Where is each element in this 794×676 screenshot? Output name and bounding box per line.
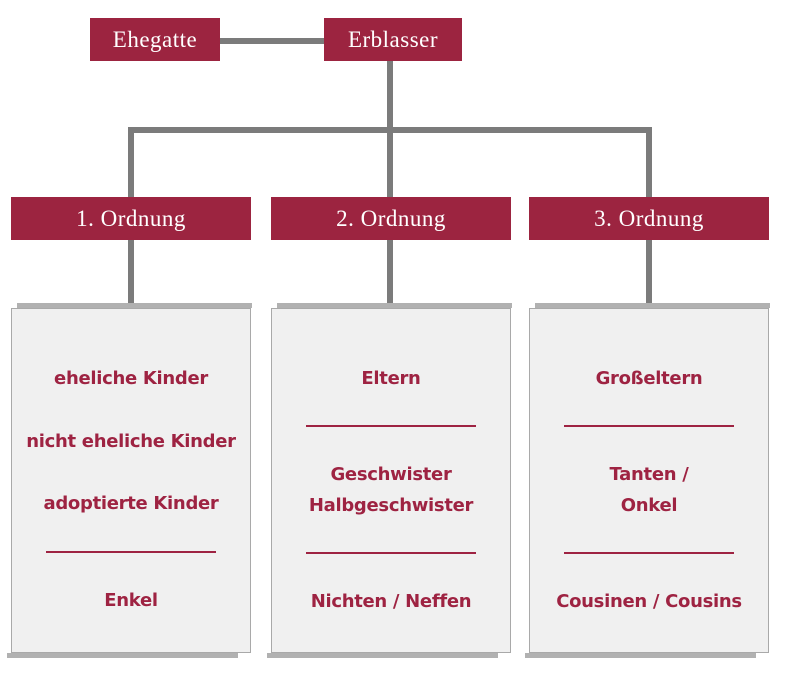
heir-entry: eheliche Kinder [54, 367, 208, 389]
order-1-label-box: 1. Ordnung [11, 197, 251, 240]
order-2-label-box: 2. Ordnung [271, 197, 511, 240]
heir-entry: Onkel [620, 494, 678, 516]
heir-entry: Cousinen / Cousins [556, 590, 742, 612]
heir-entry-group: Geschwister Halbgeschwister [308, 459, 474, 521]
divider-line [564, 425, 734, 427]
connector-panel-1 [128, 240, 134, 304]
order-1-panel: eheliche Kinder nicht eheliche Kinder ad… [7, 303, 252, 658]
order-3-label-box: 3. Ordnung [529, 197, 769, 240]
order-3-panel: Großeltern Tanten / Onkel Cousinen / Cou… [525, 303, 770, 658]
connector-drop-order-2 [387, 127, 393, 197]
order-3-panel-body: Großeltern Tanten / Onkel Cousinen / Cou… [530, 309, 768, 652]
order-2-panel: Eltern Geschwister Halbgeschwister Nicht… [267, 303, 512, 658]
order-2-panel-body: Eltern Geschwister Halbgeschwister Nicht… [272, 309, 510, 652]
divider-line [306, 552, 476, 554]
connector-drop-order-1 [128, 127, 134, 197]
divider-line [564, 552, 734, 554]
heir-entry: Tanten / [609, 463, 689, 485]
spouse-box: Ehegatte [90, 18, 220, 61]
heir-entry: Enkel [104, 590, 158, 612]
heir-entry: Nichten / Neffen [310, 590, 472, 612]
heir-entry: Halbgeschwister [308, 494, 474, 516]
connector-decedent-down [387, 61, 393, 131]
decedent-box: Erblasser [324, 18, 462, 61]
connector-drop-order-3 [646, 127, 652, 197]
heir-entry: Eltern [361, 367, 421, 389]
heir-entry-group: Tanten / Onkel [610, 459, 689, 521]
connector-spouse-decedent [220, 38, 324, 44]
connector-panel-3 [646, 240, 652, 304]
divider-line [306, 425, 476, 427]
heir-entry: nicht eheliche Kinder [26, 430, 236, 452]
heir-entry: adoptierte Kinder [43, 493, 219, 515]
divider-line [46, 551, 216, 554]
connector-panel-2 [387, 240, 393, 304]
heir-entry: Geschwister [330, 463, 452, 485]
order-1-panel-body: eheliche Kinder nicht eheliche Kinder ad… [12, 309, 250, 652]
heir-entry: Großeltern [595, 367, 703, 389]
